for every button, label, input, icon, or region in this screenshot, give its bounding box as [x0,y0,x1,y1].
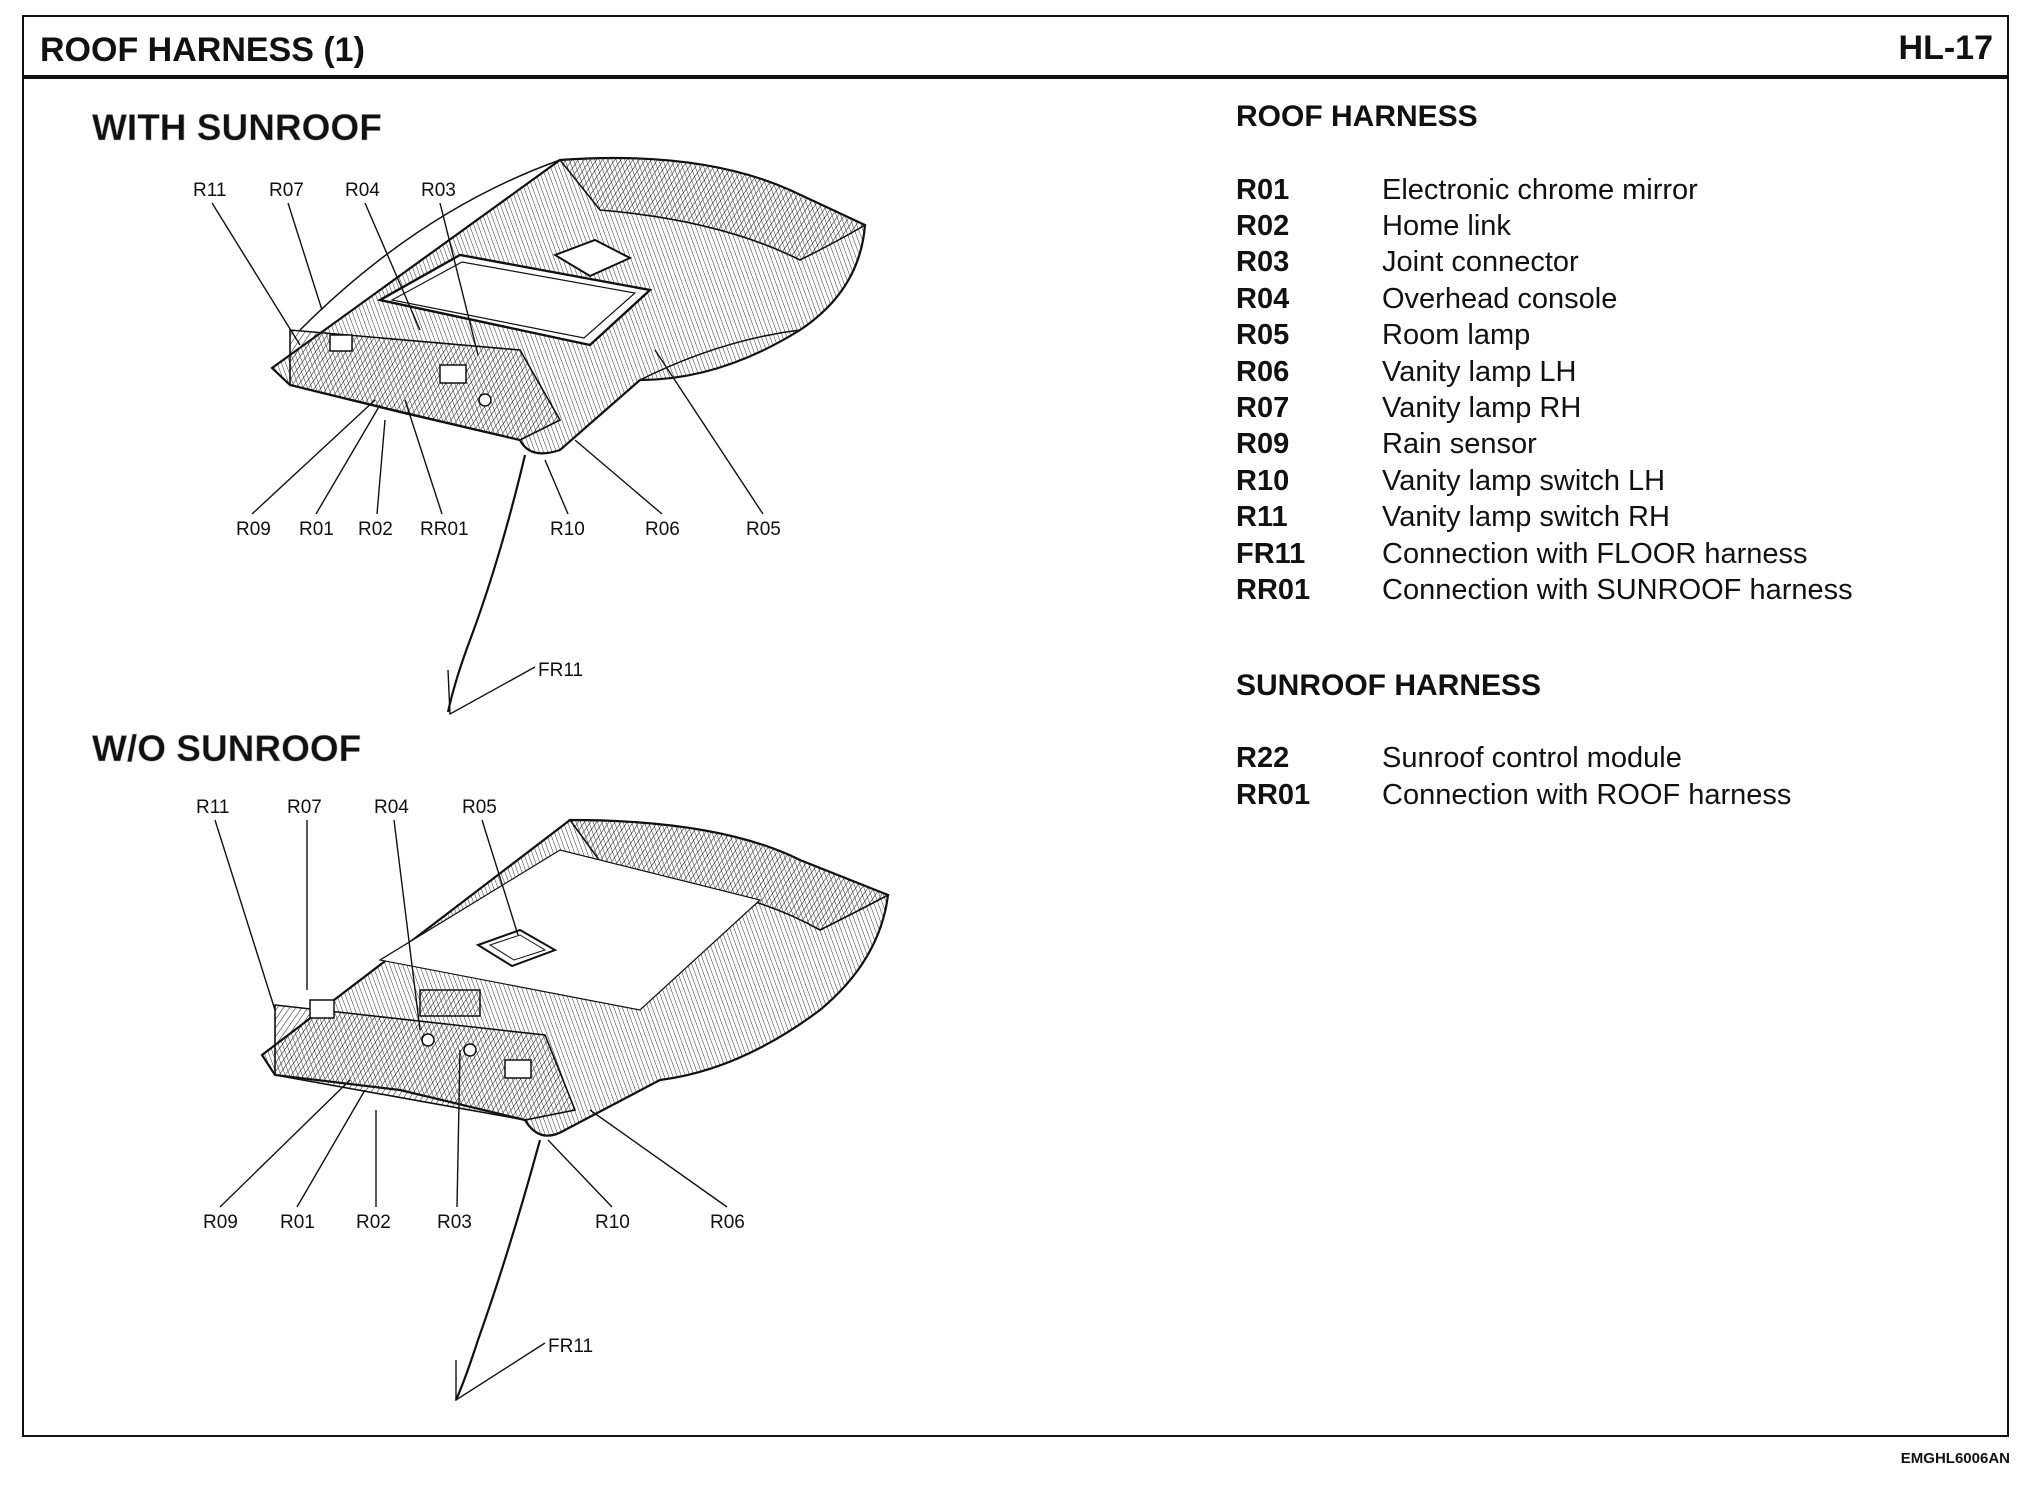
callout-top-r03: R03 [421,180,456,201]
headliner-with-sunroof [270,156,867,713]
connector-description: Room lamp [1382,319,1531,352]
callout-bottom-r03: R03 [437,1212,472,1233]
connector-code: R09 [1236,428,1290,461]
legend-row: R11 Vanity lamp switch RH [1236,500,1996,536]
connector-code: R04 [1236,282,1290,315]
legend-row: R09 Rain sensor [1236,427,1996,463]
legend-row: R05 Room lamp [1236,318,1996,354]
legend-row: RR01 Connection with ROOF harness [1236,777,1996,813]
connector-description: Home link [1382,210,1511,243]
legend-row: R06 Vanity lamp LH [1236,354,1996,390]
legend-row: R07 Vanity lamp RH [1236,390,1996,426]
callout-top-r11: R11 [193,180,226,201]
connector-description: Connection with FLOOR harness [1382,537,1808,570]
callout-bottom-r11: R11 [196,797,229,818]
callout-top-r06: R06 [645,519,680,540]
sunroof-harness-title: SUNROOF HARNESS [1236,668,1542,702]
connector-description: Electronic chrome mirror [1382,173,1698,206]
roof-harness-list: R01 Electronic chrome mirror R02 Home link… [1236,172,1996,609]
callout-top-fr11: FR11 [538,660,583,681]
connector-description: Vanity lamp LH [1382,355,1577,388]
sunroof-harness-list: R22 Sunroof control module RR01 Connection… [1236,741,1996,814]
callout-top-r07: R07 [269,180,304,201]
connector-description: Sunroof control module [1382,742,1682,775]
callout-bottom-r10: R10 [595,1212,630,1233]
legend-row: R10 Vanity lamp switch LH [1236,463,1996,499]
legend-row: R04 Overhead console [1236,281,1996,317]
connector-description: Rain sensor [1382,428,1537,461]
callout-bottom-r05: R05 [462,797,497,818]
connector-code: R11 [1236,501,1288,534]
callouts-with-sunroof: R11 R07 R04 R03 R09 R01 R02 RR01 R10 R06… [193,180,781,681]
connector-code: R06 [1236,355,1290,388]
callout-top-r05: R05 [746,519,781,540]
connector-description: Connection with SUNROOF harness [1382,573,1853,606]
connector-code: R05 [1236,319,1290,352]
callouts-without-sunroof: R11 R07 R04 R05 R09 R01 R02 R03 R10 R06 … [196,797,745,1357]
connector-code: FR11 [1236,537,1306,570]
without-sunroof-heading: W/O SUNROOF [92,728,361,769]
connector-code: R03 [1236,246,1290,279]
callout-bottom-r04: R04 [374,797,409,818]
roof-harness-title: ROOF HARNESS [1236,100,1478,133]
connector-description: Vanity lamp switch RH [1382,501,1670,534]
connector-code: R02 [1236,210,1290,243]
legend-spacer [1236,609,1996,669]
callout-bottom-r09: R09 [203,1212,238,1233]
page-title: ROOF HARNESS (1) [40,31,365,69]
callout-bottom-fr11: FR11 [548,1336,593,1357]
callout-top-rr01: RR01 [420,519,469,540]
callout-top-r01: R01 [299,519,334,540]
page-frame: ROOF HARNESS (1) HL-17 [22,15,2009,1437]
connector-code: RR01 [1236,573,1311,606]
connector-code: R22 [1236,742,1290,775]
legend-row: FR11 Connection with FLOOR harness [1236,536,1996,572]
callout-bottom-r06: R06 [710,1212,745,1233]
document-code: EMGHL6006AN [1900,1450,2010,1467]
page-number: HL-17 [1898,29,1993,67]
connector-description: Overhead console [1382,282,1618,315]
connector-code: R10 [1236,464,1290,497]
harness-legend: ROOF HARNESS R01 Electronic chrome mirror… [1236,100,1996,813]
leaders-with-sunroof [211,202,764,716]
callout-top-r10: R10 [550,519,585,540]
callout-top-r09: R09 [236,519,271,540]
callout-bottom-r07: R07 [287,797,322,818]
legend-row: R02 Home link [1236,208,1996,244]
legend-row: RR01 Connection with SUNROOF harness [1236,572,1996,608]
connector-description: Connection with ROOF harness [1382,778,1792,811]
legend-row: R03 Joint connector [1236,245,1996,281]
leaders-without-sunroof [214,819,728,1402]
callout-top-r02: R02 [358,519,393,540]
connector-description: Vanity lamp switch LH [1382,464,1666,497]
connector-code: RR01 [1236,778,1311,811]
connector-description: Vanity lamp RH [1382,392,1582,425]
legend-row: R01 Electronic chrome mirror [1236,172,1996,208]
harness-diagrams: WITH SUNROOF R11 R07 R04 R03 R09 R01 R02… [92,107,890,1402]
page-header: ROOF HARNESS (1) HL-17 [24,17,2007,79]
connector-code: R01 [1236,173,1290,206]
legend-row: R22 Sunroof control module [1236,741,1996,777]
headliner-without-sunroof [260,818,890,1401]
callout-bottom-r02: R02 [356,1212,391,1233]
callout-top-r04: R04 [345,180,380,201]
connector-code: R07 [1236,392,1290,425]
callout-bottom-r01: R01 [280,1212,315,1233]
connector-description: Joint connector [1382,246,1579,279]
with-sunroof-heading: WITH SUNROOF [92,107,382,148]
